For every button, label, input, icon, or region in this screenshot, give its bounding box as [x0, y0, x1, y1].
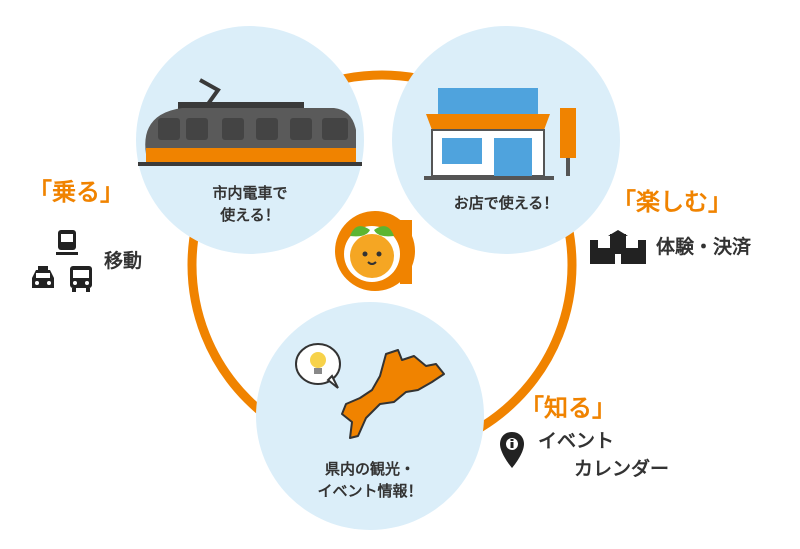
know-heading: 「知る」 [520, 394, 616, 422]
bubble-shop-line1: お店で使える！ [453, 194, 559, 212]
shop-icon [424, 88, 576, 180]
mikyan-mascot-icon [326, 202, 424, 300]
bubble-info-line1: 県内の観光・ [324, 460, 415, 478]
bubble-train-line1: 市内電車で [212, 184, 288, 202]
bubble-info-line2: イベント情報！ [317, 482, 423, 500]
idea-bulb-icon [295, 343, 341, 389]
tram-icon [138, 78, 362, 166]
bubble-info-caption: 県内の観光・ イベント情報！ [270, 458, 470, 502]
location-pin-icon [500, 432, 524, 468]
bubble-shop-caption: お店で使える！ [406, 192, 606, 214]
bubble-train-line2: 使える！ [220, 206, 280, 224]
enjoy-heading: 「楽しむ」 [612, 188, 732, 216]
bubble-info [256, 302, 484, 530]
tram-icon [56, 230, 78, 255]
bubble-train-caption: 市内電車で 使える！ [150, 182, 350, 226]
castle-icon [590, 230, 646, 264]
ehime-map-icon [341, 349, 445, 439]
know-label-line2: カレンダー [574, 458, 670, 480]
bus-icon [70, 266, 92, 292]
enjoy-label: 体験・決済 [656, 236, 752, 258]
taxi-icon [32, 266, 54, 288]
ride-label: 移動 [104, 250, 143, 272]
know-label-line1: イベント [538, 430, 615, 452]
ride-heading: 「乗る」 [28, 178, 124, 206]
